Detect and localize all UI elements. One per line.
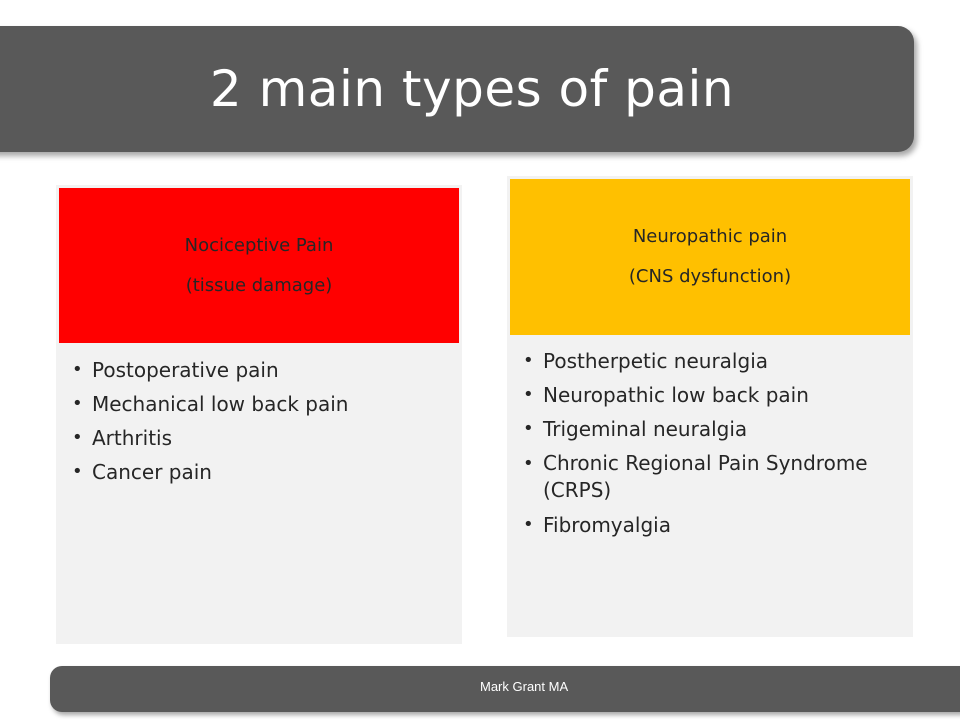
neuropathic-header: Neuropathic pain (CNS dysfunction)	[510, 179, 910, 335]
list-item-text: Fibromyalgia	[543, 513, 671, 537]
nociceptive-header-title: Nociceptive Pain	[184, 234, 334, 256]
nociceptive-header: Nociceptive Pain (tissue damage)	[59, 188, 459, 343]
list-item: • Mechanical low back pain	[70, 387, 452, 421]
nociceptive-card: Nociceptive Pain (tissue damage) • Postop…	[56, 185, 462, 644]
list-item: • Cancer pain	[70, 455, 452, 489]
list-item-text: Chronic Regional Pain Syndrome (CRPS)	[543, 451, 868, 502]
neuropathic-header-title: Neuropathic pain	[632, 226, 788, 247]
bullet-icon: •	[72, 461, 83, 482]
bullet-icon: •	[72, 393, 83, 414]
neuropathic-list: • Postherpetic neuralgia • Neuropathic low…	[521, 344, 903, 542]
list-item: • Postherpetic neuralgia	[521, 344, 903, 378]
nociceptive-header-subtitle: (tissue damage)	[185, 274, 333, 296]
list-item-text: Trigeminal neuralgia	[543, 417, 748, 441]
bullet-icon: •	[72, 427, 83, 448]
list-item-text: Cancer pain	[92, 460, 212, 484]
list-item: • Chronic Regional Pain Syndrome (CRPS)	[521, 446, 903, 508]
list-item-text: Neuropathic low back pain	[543, 383, 809, 407]
neuropathic-card: Neuropathic pain (CNS dysfunction) • Post…	[507, 176, 913, 637]
list-item-text: Arthritis	[92, 426, 173, 450]
footer-bar: Mark Grant MA	[50, 666, 960, 712]
title-bar: 2 main types of pain	[0, 26, 914, 152]
slide-title: 2 main types of pain	[209, 60, 735, 118]
list-item: • Fibromyalgia	[521, 508, 903, 542]
bullet-icon: •	[523, 453, 534, 474]
bullet-icon: •	[523, 384, 534, 405]
list-item: • Arthritis	[70, 421, 452, 455]
list-item: • Trigeminal neuralgia	[521, 412, 903, 446]
bullet-icon: •	[523, 350, 534, 371]
bullet-icon: •	[523, 514, 534, 535]
neuropathic-header-subtitle: (CNS dysfunction)	[628, 266, 792, 287]
list-item: • Postoperative pain	[70, 353, 452, 387]
nociceptive-list: • Postoperative pain • Mechanical low back…	[70, 353, 452, 489]
bullet-icon: •	[72, 359, 83, 380]
list-item-text: Postherpetic neuralgia	[543, 349, 768, 373]
bullet-icon: •	[523, 418, 534, 439]
list-item-text: Mechanical low back pain	[92, 392, 349, 416]
list-item-text: Postoperative pain	[92, 358, 279, 382]
list-item: • Neuropathic low back pain	[521, 378, 903, 412]
footer-author: Mark Grant MA	[480, 679, 569, 694]
